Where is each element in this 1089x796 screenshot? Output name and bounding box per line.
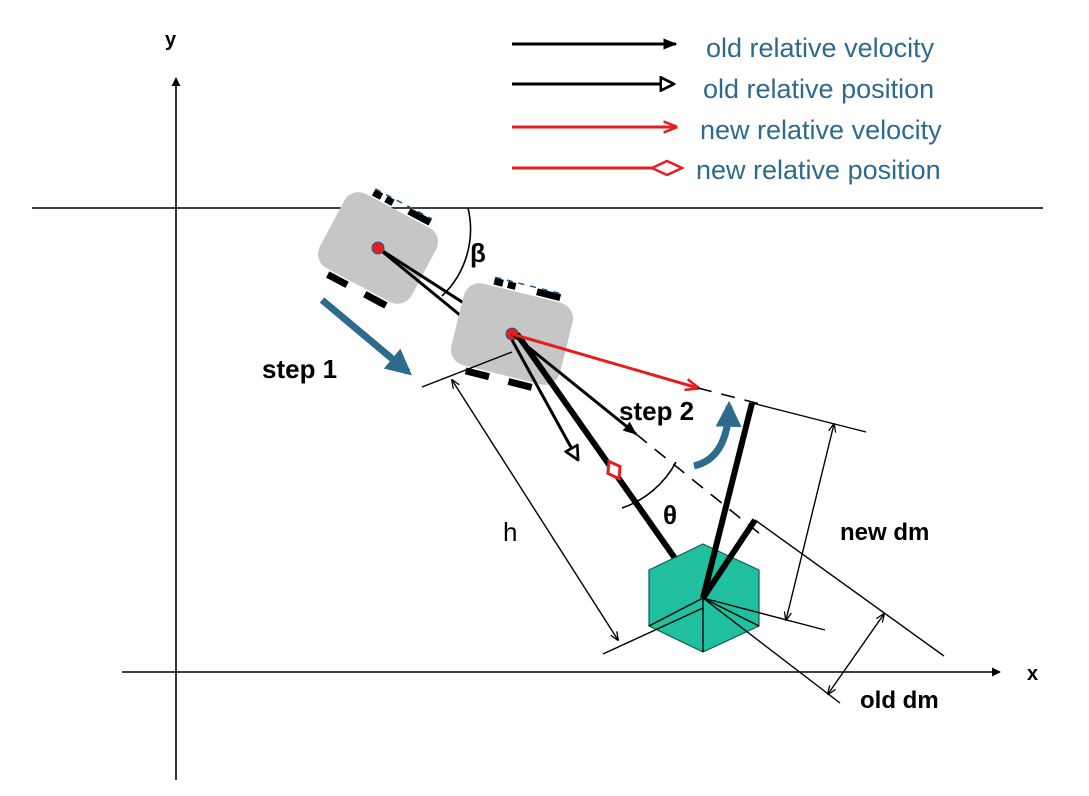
h-dimension-arrow — [452, 380, 618, 640]
wheel — [493, 277, 517, 290]
wheel — [363, 291, 388, 309]
step1-label: step 1 — [262, 354, 337, 384]
legend-label-new-velocity: new relative velocity — [700, 115, 942, 145]
h-reference-upper — [421, 351, 513, 388]
wheel — [536, 288, 562, 301]
old-relative-position-line-1 — [377, 246, 467, 322]
wheel — [326, 271, 349, 288]
tangent-line-upper — [700, 402, 755, 599]
old-velocity-extension-dashed — [635, 433, 761, 535]
wheel — [464, 367, 490, 381]
legend-label-new-position: new relative position — [696, 155, 941, 185]
beta-angle-arc — [441, 207, 472, 297]
theta-angle-arc — [621, 461, 677, 509]
wheel-accent — [375, 188, 433, 220]
step1-arrow — [319, 297, 412, 376]
old-dm-dimension-arrow — [828, 614, 884, 694]
legend-diamond-icon — [649, 159, 685, 177]
x-axis-label: x — [1027, 663, 1038, 685]
new-dm-reference-upper — [751, 402, 867, 433]
y-axis-label: y — [165, 29, 177, 51]
theta-label: θ — [663, 500, 677, 530]
legend: old relative velocity old relative posit… — [512, 33, 942, 185]
wheel — [407, 208, 432, 226]
new-dm-dimension-arrow — [786, 424, 834, 620]
new-velocity-extension-dashed — [697, 387, 761, 405]
wheel — [371, 189, 395, 206]
new-dm-label: new dm — [840, 519, 929, 546]
robot-old-center — [371, 241, 385, 255]
legend-label-old-velocity: old relative velocity — [706, 33, 935, 63]
obstacle-center-lines — [648, 597, 826, 652]
old-dm-reference-obstacle — [702, 597, 841, 704]
tangent-line-lower — [700, 518, 758, 600]
step2-label: step 2 — [619, 396, 694, 426]
h-reference-lower — [602, 607, 704, 655]
beta-label: β — [470, 238, 486, 268]
legend-label-old-position: old relative position — [703, 74, 934, 104]
old-dm-label: old dm — [860, 687, 939, 714]
wheel — [507, 378, 533, 391]
new-relative-velocity-arrow — [511, 332, 698, 388]
h-label: h — [503, 517, 517, 547]
step2-arrow — [693, 400, 742, 470]
